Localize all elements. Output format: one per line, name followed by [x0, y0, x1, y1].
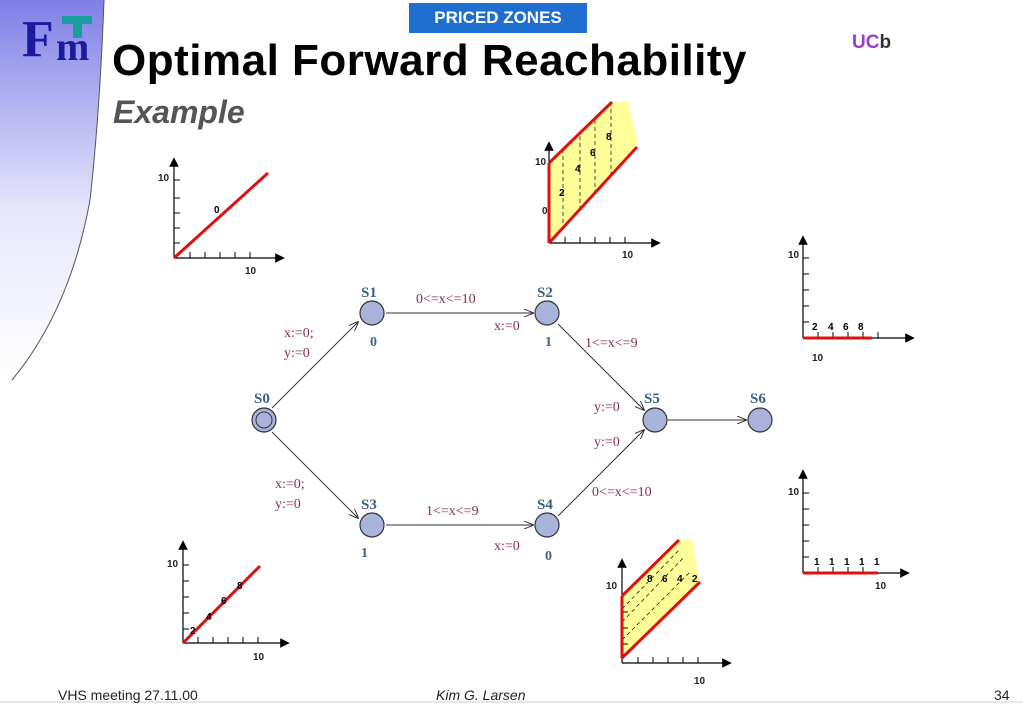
fm-logo: F m [22, 11, 92, 68]
edge-s0-s3-reset-y: y:=0 [275, 497, 301, 512]
y-axis-10-label: 10 [788, 487, 800, 498]
zone-cost-label: 0 [214, 205, 220, 216]
x-axis-10-label: 10 [622, 250, 634, 261]
zone-plot-s5-upper: 10 10 2 4 6 8 [788, 235, 915, 364]
svg-text:m: m [56, 24, 89, 68]
zone-cost-6: 6 [221, 596, 227, 607]
zone-cost-4: 4 [828, 322, 834, 333]
footer-meeting: VHS meeting 27.11.00 [58, 687, 198, 703]
edge-s2-s5-reset: y:=0 [594, 400, 620, 415]
state-s2-cost: 1 [545, 335, 552, 350]
zone-line [172, 171, 270, 260]
svg-text:F: F [22, 11, 54, 68]
state-s6 [747, 407, 773, 433]
edge-s4-s5-reset: y:=0 [594, 435, 620, 450]
y-axis-0-label: 0 [542, 206, 548, 217]
y-axis-10-label: 10 [606, 581, 618, 592]
state-s3-cost: 1 [361, 546, 368, 561]
zone-cost-6: 6 [843, 322, 849, 333]
slide-title: Optimal Forward Reachability [112, 36, 748, 85]
edge-s2-s5 [557, 323, 644, 410]
zone-cost-4: 4 [206, 612, 212, 623]
state-s3 [359, 512, 385, 538]
edge-s1-s2-guard: 0<=x<=10 [416, 292, 476, 307]
zone-cost-8: 8 [647, 574, 653, 585]
zone-cost-1: 1 [829, 557, 835, 568]
y-axis-10-label: 10 [535, 157, 547, 168]
edge-s0-s1-reset-y: y:=0 [284, 346, 310, 361]
edge-s2-s5-guard: 1<=x<=9 [585, 336, 638, 351]
x-axis-10-label: 10 [875, 581, 887, 592]
zone-plot-s3: 10 10 2 4 6 8 [167, 540, 290, 663]
state-s1 [359, 300, 385, 326]
ucb-logo: UCb [852, 32, 891, 54]
state-s4-cost: 0 [545, 549, 552, 564]
y-axis-10-label: 10 [158, 173, 170, 184]
ucb-b: b [879, 32, 892, 53]
state-s0 [251, 407, 277, 433]
state-s1-label: S1 [361, 285, 377, 301]
priced-zones-banner: PRICED ZONES [409, 3, 587, 33]
zone-plot-s5-lower: 10 10 1 1 1 1 1 [788, 469, 910, 592]
zone-cost-2: 2 [812, 322, 818, 333]
zone-cost-8: 8 [606, 132, 612, 143]
zone-cost-6: 6 [590, 148, 596, 159]
edge-s1-s2-reset: x:=0 [494, 319, 520, 334]
state-s4 [534, 512, 560, 538]
ucb-uc: UC [852, 32, 880, 53]
state-s6-label: S6 [750, 391, 766, 407]
state-s5-label: S5 [644, 391, 660, 407]
edge-s3-s4-guard: 1<=x<=9 [426, 504, 479, 519]
x-axis-10-label: 10 [245, 266, 257, 277]
zone-cost-1: 1 [814, 557, 820, 568]
zone-cost-4: 4 [677, 574, 683, 585]
edge-s4-s5 [557, 430, 644, 517]
state-s2-label: S2 [537, 285, 553, 301]
x-axis-10-label: 10 [694, 676, 706, 687]
edge-s0-s3-reset-x: x:=0; [275, 477, 305, 492]
x-axis-10-label: 10 [253, 652, 265, 663]
zone-plot-s2: 10 0 10 2 4 6 8 [535, 100, 661, 261]
edge-s0-s1 [271, 322, 358, 409]
zone-cost-2: 2 [190, 626, 196, 637]
state-s4-label: S4 [537, 497, 553, 513]
zone-cost-2: 2 [692, 574, 698, 585]
zone-cost-8: 8 [858, 322, 864, 333]
zone-cost-2: 2 [559, 188, 565, 199]
footer-author: Kim G. Larsen [436, 687, 526, 703]
slide-subtitle: Example [113, 94, 245, 130]
zone-cost-1: 1 [874, 557, 880, 568]
zone-cost-4: 4 [575, 164, 581, 175]
zone-plot-s0: 10 10 0 [158, 157, 285, 277]
state-s5 [642, 407, 668, 433]
zone-cost-8: 8 [237, 581, 243, 592]
state-s1-cost: 0 [370, 335, 377, 350]
state-s3-label: S3 [361, 497, 377, 513]
zone-cost-6: 6 [662, 574, 668, 585]
page-number: 34 [994, 687, 1010, 703]
state-s0-label: S0 [254, 391, 270, 407]
y-axis-10-label: 10 [788, 250, 800, 261]
edge-s0-s3 [271, 431, 358, 518]
zone-cost-1: 1 [859, 557, 865, 568]
edge-s3-s4-reset: x:=0 [494, 539, 520, 554]
edge-s0-s1-reset-x: x:=0; [284, 326, 314, 341]
x-axis-10-label: 10 [812, 353, 824, 364]
zone-cost-1: 1 [844, 557, 850, 568]
edge-s4-s5-guard: 0<=x<=10 [592, 485, 652, 500]
zone-plot-s4: 10 10 8 6 4 2 [606, 538, 732, 687]
state-s2 [534, 300, 560, 326]
y-axis-10-label: 10 [167, 559, 179, 570]
